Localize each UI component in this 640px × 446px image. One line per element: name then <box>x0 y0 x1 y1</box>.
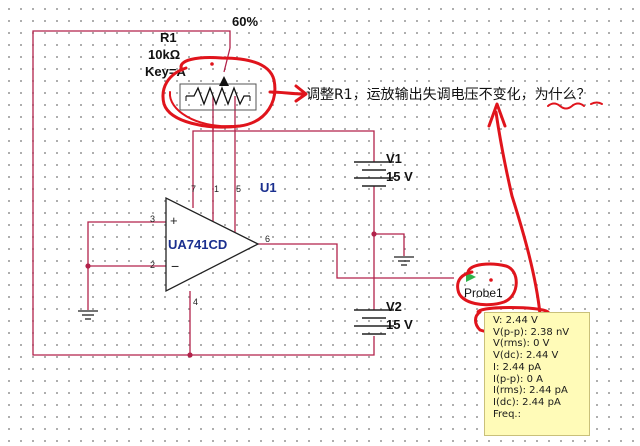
probe-arrow-icon[interactable] <box>466 272 476 282</box>
inverting-symbol: − <box>171 258 179 274</box>
pin-1-label: 1 <box>214 184 219 194</box>
probe-reading-idc: I(dc): 2.44 pA <box>493 396 561 408</box>
probe-reading-ipp: I(p-p): 0 A <box>493 373 543 385</box>
wire-noninverting-input <box>87 221 166 266</box>
annotation-dots <box>210 62 493 282</box>
v1-name-label: V1 <box>386 151 402 166</box>
wiper-arrow-icon <box>219 76 229 86</box>
wire-wiper <box>223 47 231 73</box>
pin-4-label: 4 <box>193 297 198 307</box>
pin-3-label: 3 <box>150 214 155 224</box>
pin-2-label: 2 <box>150 260 155 270</box>
r1-value-label: 10kΩ <box>148 47 180 62</box>
probe-reading-vdc: V(dc): 2.44 V <box>493 350 559 362</box>
question-annotation: 调整R1，运放输出失调电压不变化，为什么？ <box>306 87 591 103</box>
u1-part-label: UA741CD <box>168 237 227 252</box>
wires <box>32 30 454 356</box>
opamp-u1[interactable]: + − <box>165 196 260 293</box>
probe-name-label: Probe1 <box>464 286 503 300</box>
wire-vplus <box>192 130 375 208</box>
r1-name-label: R1 <box>160 30 177 45</box>
battery-v1[interactable] <box>354 161 394 187</box>
noninverting-symbol: + <box>170 213 178 228</box>
probe-reading-freq: Freq.: <box>493 408 521 420</box>
probe-reading-vrms: V(rms): 0 V <box>493 338 550 350</box>
v2-value-label: 15 V <box>386 317 413 332</box>
v2-name-label: V2 <box>386 299 402 314</box>
pin-5-label: 5 <box>236 184 241 194</box>
probe-readout-panel: V: 2.44 V V(p-p): 2.38 nV V(rms): 0 V V(… <box>484 312 590 436</box>
wire-mid-ground <box>374 233 405 256</box>
junctions <box>85 231 377 358</box>
u1-ref-label: U1 <box>260 180 277 195</box>
probe-reading-vpp: V(p-p): 2.38 nV <box>493 326 570 338</box>
probe-reading-v: V: 2.44 V <box>493 315 538 326</box>
v1-value-label: 15 V <box>386 169 413 184</box>
r1-key-label: Key=A <box>145 64 186 79</box>
ground-symbol-icon <box>78 310 98 320</box>
pin-7-label: 7 <box>191 184 196 194</box>
wire-feedback-loop <box>32 30 375 356</box>
ground-symbol-icon <box>394 256 414 266</box>
wire-output <box>258 243 454 279</box>
potentiometer-r1[interactable] <box>179 76 257 111</box>
battery-v2[interactable] <box>354 309 394 335</box>
probe-reading-irms: I(rms): 2.44 pA <box>493 385 568 397</box>
pot-percent-label: 60% <box>232 14 258 29</box>
pin-6-label: 6 <box>265 234 270 244</box>
probe-reading-i: I: 2.44 pA <box>493 361 542 373</box>
